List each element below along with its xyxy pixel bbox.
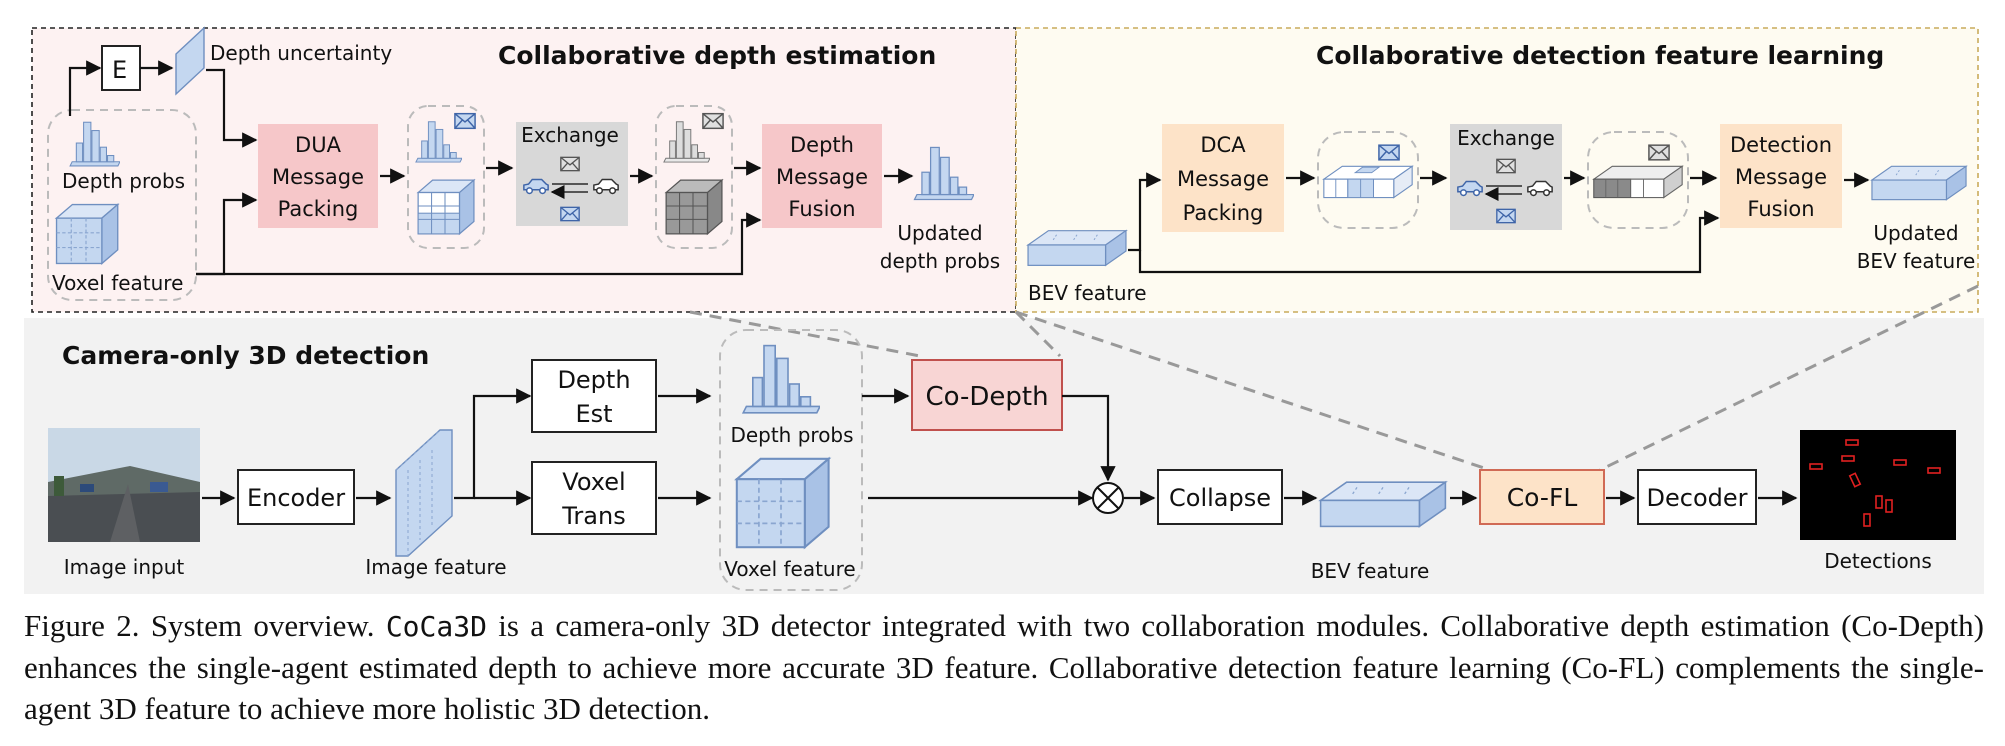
voxel-trans-box	[531, 461, 657, 535]
dua-line1: DUA	[295, 133, 342, 157]
encoder-label: Encoder	[247, 484, 345, 512]
bottom-voxel-feature-icon	[735, 457, 830, 549]
updated-bev-line1: Updated	[1873, 221, 1958, 245]
det-exchange-label: Exchange	[1457, 126, 1555, 150]
det-fusion-box	[1720, 124, 1842, 228]
image-feature-grid	[395, 429, 441, 556]
detections-map	[1800, 430, 1956, 540]
cofl-zoom-lines	[1015, 284, 1979, 472]
encoder-box	[237, 469, 355, 525]
image-input-label: Image input	[64, 555, 185, 579]
exchange-arrows	[552, 184, 588, 192]
bev-to-dca-arrow	[1128, 172, 1162, 252]
e-box	[101, 45, 141, 91]
co-depth-box	[911, 359, 1063, 431]
dua-msg-cube-icon	[417, 179, 475, 235]
dua-msg-mail-icon	[454, 112, 476, 130]
det-received-slab-icon	[1593, 165, 1683, 199]
collapse-label: Collapse	[1169, 484, 1271, 512]
dca-line3: Packing	[1183, 201, 1264, 225]
depth-est-line2: Est	[575, 400, 612, 428]
det-exchange-mail-bottom-icon	[1496, 208, 1516, 224]
dca-msg-slab-icon	[1323, 165, 1413, 199]
dca-box	[1162, 124, 1284, 232]
codepth-to-multiply-arrow	[1062, 394, 1116, 482]
det-exchange-arrows	[1486, 186, 1522, 194]
dca-message-group	[1317, 131, 1419, 229]
depth-est-line1: Depth	[557, 366, 630, 394]
voxel-feature-label: Voxel feature	[52, 271, 183, 295]
voxel-trans-line1: Voxel	[562, 468, 625, 496]
multiply-icon	[1092, 482, 1124, 514]
depth-uncertainty-label: Depth uncertainty	[210, 41, 392, 65]
updated-depth-line2: depth probs	[880, 249, 1000, 273]
detection-panel-title: Collaborative detection feature learning	[1316, 41, 1884, 70]
feature-to-depth-est-arrow	[454, 388, 532, 500]
det-received-mail-icon	[1648, 144, 1670, 161]
depth-fusion-line3: Fusion	[788, 197, 855, 221]
codepth-zoom-lines	[689, 310, 1062, 358]
bottom-depth-probs-label: Depth probs	[730, 423, 853, 447]
exchange-mail-bottom-icon	[560, 206, 580, 222]
det-fusion-line1: Detection	[1730, 133, 1832, 157]
dua-message-group	[407, 105, 485, 249]
depth-panel-title: Collaborative depth estimation	[498, 41, 936, 70]
caption-rest: is a camera-only 3D detector integrated …	[24, 608, 1984, 726]
received-mail-icon	[702, 112, 724, 130]
co-fl-label: Co-FL	[1507, 483, 1578, 512]
det-received-group	[1587, 131, 1689, 229]
depth-est-box	[531, 359, 657, 433]
bottom-voxel-feature-label: Voxel feature	[724, 557, 855, 581]
dua-box	[258, 124, 378, 228]
detections-label: Detections	[1824, 549, 1932, 573]
figure-caption: Figure 2. System overview. CoCa3D is a c…	[24, 605, 1984, 729]
dua-line3: Packing	[278, 197, 359, 221]
depth-probs-label: Depth probs	[62, 169, 185, 193]
dca-line1: DCA	[1200, 133, 1246, 157]
depth-fusion-line1: Depth	[790, 133, 854, 157]
system-overview-diagram: Collaborative depth estimation Depth pro…	[24, 26, 1984, 594]
received-message-group	[655, 105, 733, 249]
received-cube-icon	[665, 179, 723, 235]
camera-panel-title: Camera-only 3D detection	[62, 341, 429, 370]
bev-feature-icon	[1027, 230, 1127, 266]
det-exchange-mail-top-icon	[1496, 158, 1516, 174]
voxel-bypass-arrow	[196, 212, 762, 276]
depth-fusion-box	[762, 124, 882, 228]
updated-depth-line1: Updated	[897, 221, 982, 245]
caption-prefix: Figure 2. System overview.	[24, 608, 386, 643]
collapse-box	[1157, 469, 1283, 525]
dca-msg-mail-icon	[1378, 144, 1400, 161]
updated-bev-line2: BEV feature	[1857, 249, 1976, 273]
voxel-trans-line2: Trans	[561, 502, 625, 530]
bev-bypass-arrow	[1138, 210, 1720, 274]
dua-line2: Message	[272, 165, 364, 189]
det-fusion-line2: Message	[1735, 165, 1827, 189]
updated-bev-icon	[1871, 165, 1967, 201]
decoder-box	[1637, 469, 1757, 525]
dca-line2: Message	[1177, 167, 1269, 191]
co-depth-label: Co-Depth	[925, 382, 1048, 412]
bev-feature-label: BEV feature	[1028, 281, 1147, 305]
e-label: E	[112, 56, 127, 84]
uncertainty-to-dua-arrow	[206, 68, 258, 148]
hist-to-e-arrow	[68, 60, 102, 116]
image-feature-label: Image feature	[365, 555, 506, 579]
co-fl-box	[1479, 469, 1605, 525]
depth-fusion-line2: Message	[776, 165, 868, 189]
voxel-feature-icon	[55, 203, 119, 265]
uncertainty-map	[175, 26, 205, 96]
caption-code: CoCa3D	[385, 610, 487, 643]
bottom-bev-feature-label: BEV feature	[1311, 559, 1430, 583]
image-feature-map	[395, 429, 453, 557]
bottom-bev-feature-icon	[1319, 481, 1447, 528]
depth-exchange-label: Exchange	[521, 123, 619, 147]
decoder-label: Decoder	[1647, 484, 1748, 512]
depth-voxel-group	[719, 329, 863, 591]
depth-probs-group	[47, 109, 197, 301]
det-fusion-line3: Fusion	[1747, 197, 1814, 221]
exchange-mail-top-icon	[560, 156, 580, 172]
image-input-thumbnail	[48, 428, 200, 542]
